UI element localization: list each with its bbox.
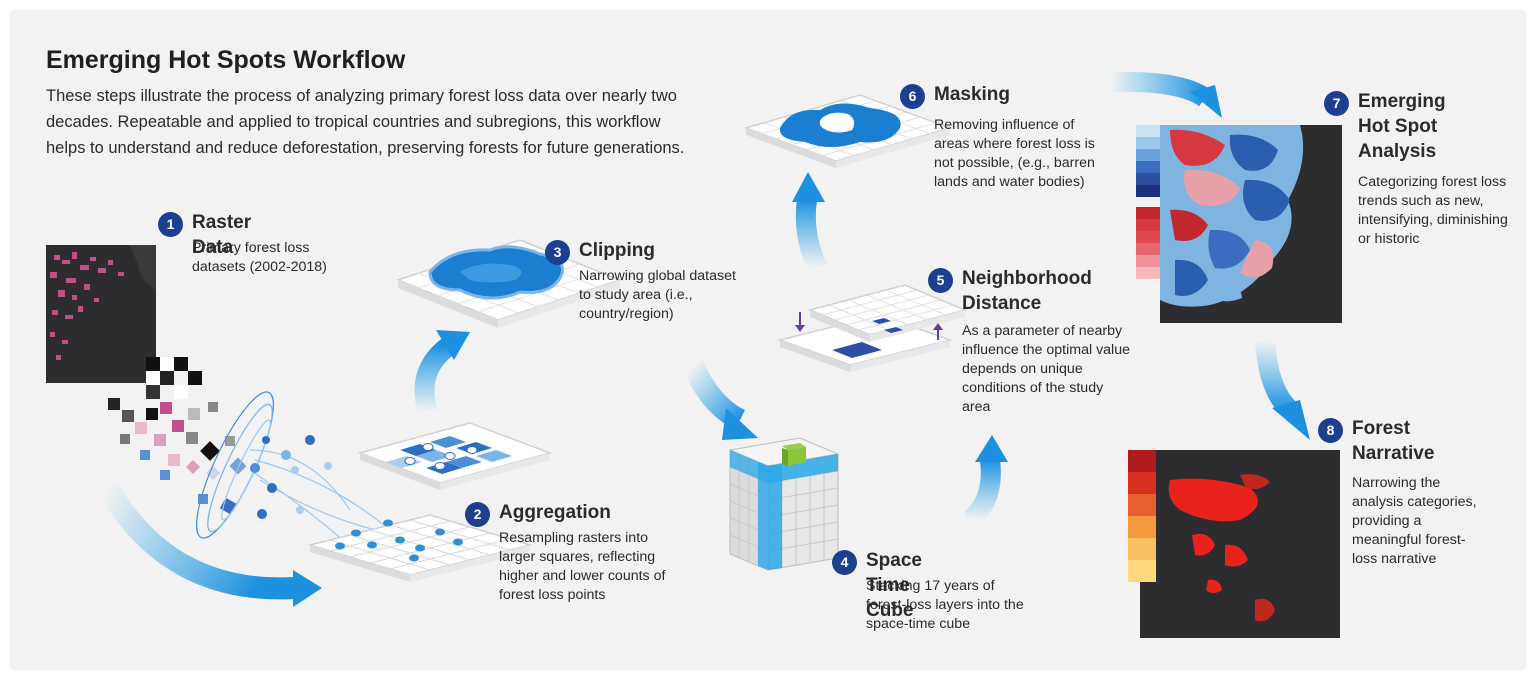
step-number-badge: 3 [545, 240, 570, 265]
step-title: Clipping [579, 240, 655, 261]
arrow-head-3 [722, 408, 758, 440]
step-description: Resampling rasters into larger squares, … [499, 530, 666, 603]
aggregation-dots [250, 435, 332, 519]
aggregation-grid-upper [357, 422, 553, 490]
step-description: Categorizing forest loss trends such as … [1358, 174, 1508, 247]
diagram-artwork [46, 71, 1342, 638]
pixel-cascade [108, 357, 247, 515]
workflow-canvas: Emerging Hot Spots Workflow These steps … [10, 10, 1526, 670]
space-time-cube [728, 437, 840, 571]
arrow-head-2 [436, 330, 470, 360]
step-description: Narrowing the analysis categories, provi… [1352, 475, 1477, 567]
neighborhood-grids [777, 284, 968, 372]
masking-grid [743, 94, 953, 168]
arrow-raster-to-aggregation [98, 482, 296, 600]
step-number-badge: 6 [900, 84, 925, 109]
flow-arrows [98, 71, 1310, 607]
arrow-head-1 [293, 570, 322, 607]
step-number-badge: 7 [1324, 91, 1349, 116]
step-title: Space Time Cube [866, 550, 922, 621]
step-number-badge: 2 [465, 502, 490, 527]
narrative-map [1128, 450, 1340, 638]
step-title: Raster Data [192, 212, 252, 258]
intro-paragraph: These steps illustrate the process of an… [46, 87, 685, 157]
step-number-badge: 4 [832, 550, 857, 575]
arrow-cube-to-neighborhood [963, 458, 1001, 528]
arrow-hotspot-to-narrative [1255, 339, 1298, 418]
arrow-aggregation-to-clipping [414, 336, 457, 415]
step-title: Emerging Hot Spot Analysis [1358, 91, 1446, 162]
arrow-neighborhood-to-masking [795, 198, 828, 273]
step-description: As a parameter of nearby influence the o… [962, 323, 1130, 415]
aggregation-grid-lower [307, 514, 533, 582]
raster-map-artwork [46, 245, 156, 383]
step-number-badge: 5 [928, 268, 953, 293]
arrow-masking-to-hotspot [1109, 71, 1211, 107]
step-description: Primary forest loss datasets (2002-2018) [192, 240, 327, 275]
step-description: Stacking 17 years of forest-loss layers … [866, 578, 1024, 632]
arrow-head-7 [1272, 400, 1310, 440]
arrow-head-5 [792, 172, 825, 202]
arrow-head-4 [975, 435, 1008, 462]
step-description: Removing influence of areas where forest… [934, 117, 1095, 190]
arrow-head-6 [1190, 85, 1222, 118]
step-title: Neighborhood Distance [962, 268, 1092, 314]
hot-spot-legend [1136, 125, 1160, 279]
step-title: Masking [934, 84, 1011, 105]
hot-spot-map [1136, 125, 1342, 323]
step-title: Aggregation [499, 502, 611, 523]
step-description: Narrowing global dataset to study area (… [579, 268, 736, 322]
narrative-legend [1128, 450, 1156, 582]
step-number-badge: 1 [158, 212, 183, 237]
step-title: Forest Narrative [1352, 418, 1435, 464]
page-title: Emerging Hot Spots Workflow [46, 46, 406, 74]
arrow-clipping-to-cube [682, 360, 746, 430]
step-number-badge: 8 [1318, 418, 1343, 443]
